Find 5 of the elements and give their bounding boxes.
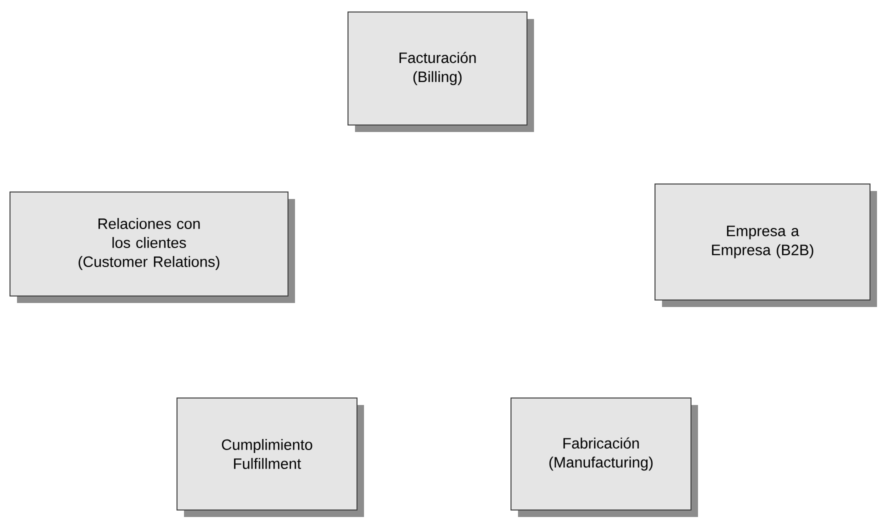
process-box: Relaciones con los clientes (Customer Relations) [10, 192, 295, 303]
process-box: Fabricación (Manufacturing) [510, 398, 698, 517]
process-box: Cumplimiento Fulfillment [176, 398, 364, 517]
process-box: Facturación (Billing) [348, 12, 534, 132]
process-box: Empresa a Empresa (B2B) [654, 184, 877, 307]
